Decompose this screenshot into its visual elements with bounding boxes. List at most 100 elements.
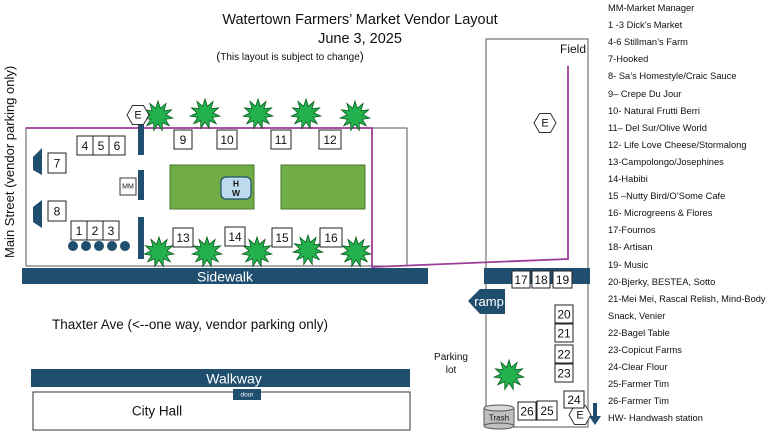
stall-22 [554, 344, 574, 364]
stall-13-number: 13 [176, 231, 190, 245]
stall-7-number: 7 [54, 157, 61, 171]
stall-14 [224, 226, 246, 247]
legend-item: 18- Artisan [608, 242, 653, 253]
tree-2 [188, 97, 222, 130]
stall-24-number: 24 [567, 393, 581, 407]
handwash-station [220, 176, 252, 200]
stall-8 [47, 200, 67, 222]
legend-item: 14-Habibi [608, 174, 648, 184]
stall-4-number: 4 [82, 139, 89, 153]
stall-15-number: 15 [275, 231, 289, 245]
trash-label: Trash [489, 414, 509, 423]
entrance-bottom [568, 405, 592, 425]
stall-16 [319, 227, 343, 248]
entrance-arrow-shaft [593, 403, 597, 417]
legend-item: 1 -3 Dick’s Market [608, 20, 683, 31]
stall-22-number: 22 [557, 348, 571, 362]
walking-path [26, 66, 569, 268]
sidewalk-bar [22, 268, 428, 284]
tree-6 [142, 235, 176, 268]
legend-item: 19- Music [608, 259, 649, 270]
legend-item: 12- Life Love Cheese/Stormalong [608, 139, 747, 150]
legend-item: HW- Handwash station [608, 413, 703, 424]
tent-flap-7 [33, 148, 42, 175]
tree-10 [339, 235, 373, 268]
display-dot-1 [68, 241, 78, 251]
stall-25 [536, 400, 558, 421]
legend-item: 22-Bagel Table [608, 327, 670, 338]
trash-bin-base [483, 422, 515, 430]
market-manager-box [119, 177, 137, 196]
legend-item: Snack, Venier [608, 310, 666, 321]
trash-bin-lid [483, 404, 515, 412]
display-dot-5 [120, 241, 130, 251]
divider-top [138, 123, 144, 155]
city-hall-door [233, 389, 261, 400]
stall-26-number: 26 [520, 405, 534, 419]
stall-17 [511, 270, 531, 289]
handwash-label-w: W [232, 188, 241, 198]
entrance-top [126, 105, 150, 125]
ramp-shape [468, 289, 505, 314]
tree-1 [141, 99, 175, 132]
legend-item: 4-6 Stillman’s Farm [608, 37, 688, 48]
stall-3 [102, 220, 120, 241]
stall-11 [270, 129, 292, 150]
stall-11-number: 11 [275, 133, 288, 147]
legend-item: 26-Farmer Tim [608, 396, 669, 407]
entrance-field-letter: E [541, 118, 548, 130]
legend-item: 21-Mei Mei, Rascal Relish, Mind-Body [608, 293, 766, 304]
stall-18 [531, 270, 551, 289]
stall-26 [517, 401, 537, 421]
legend-item: 10- Natural Frutti Berri [608, 105, 700, 116]
legend-item: 13-Campolongo/Josephines [608, 156, 724, 167]
tree-4 [289, 97, 323, 130]
display-dot-3 [94, 241, 104, 251]
stall-2-number: 2 [92, 224, 99, 238]
legend-item: 23-Copicut Farms [608, 345, 682, 355]
map-title: Watertown Farmers’ Market Vendor Layout [222, 12, 498, 28]
legend-item: 7-Hooked [608, 54, 649, 65]
tree-9 [291, 233, 325, 266]
stall-6-number: 6 [114, 139, 121, 153]
legend-item: 11– Del Sur/Olive World [608, 122, 707, 133]
tent-flap-8 [33, 200, 42, 228]
parking-lot-line2: lot [445, 365, 457, 376]
stall-6 [108, 135, 126, 156]
tree-11 [492, 358, 526, 391]
display-dot-2 [81, 241, 91, 251]
entrance-bottom-letter: E [576, 410, 583, 422]
stall-7 [47, 152, 67, 174]
walkway-bar [31, 369, 410, 387]
stall-19-number: 19 [556, 273, 570, 287]
divider-mid [138, 170, 144, 200]
stall-20 [554, 304, 574, 324]
tree-8 [240, 235, 274, 268]
legend-item: 24-Clear Flour [608, 362, 668, 373]
tree-7 [190, 235, 224, 268]
main-street-label: Main Street (vendor parking only) [2, 65, 17, 258]
city-hall-building [32, 391, 411, 431]
stall-13 [172, 227, 194, 248]
stall-12 [318, 129, 342, 150]
tree-5 [338, 99, 372, 132]
stall-25-number: 25 [540, 404, 554, 418]
sidewalk-label: Sidewalk [197, 269, 254, 285]
stall-19 [552, 270, 573, 289]
legend-item: 16- Microgreens & Flores [608, 208, 713, 219]
legend-item: 20-Bjerky, BESTEA, Sotto [608, 276, 716, 287]
stall-8-number: 8 [54, 205, 61, 219]
stall-21 [554, 323, 574, 343]
stall-12-number: 12 [323, 133, 337, 147]
stall-15 [271, 227, 293, 248]
stall-10-number: 10 [220, 133, 234, 147]
stall-5-number: 5 [98, 139, 105, 153]
legend-item: 9– Crepe Du Jour [608, 88, 682, 99]
entrance-top-letter: E [134, 110, 141, 122]
stall-23 [554, 363, 574, 383]
stall-17-number: 17 [514, 273, 528, 287]
ramp-label: ramp [474, 294, 504, 309]
walkway-label: Walkway [206, 371, 262, 387]
